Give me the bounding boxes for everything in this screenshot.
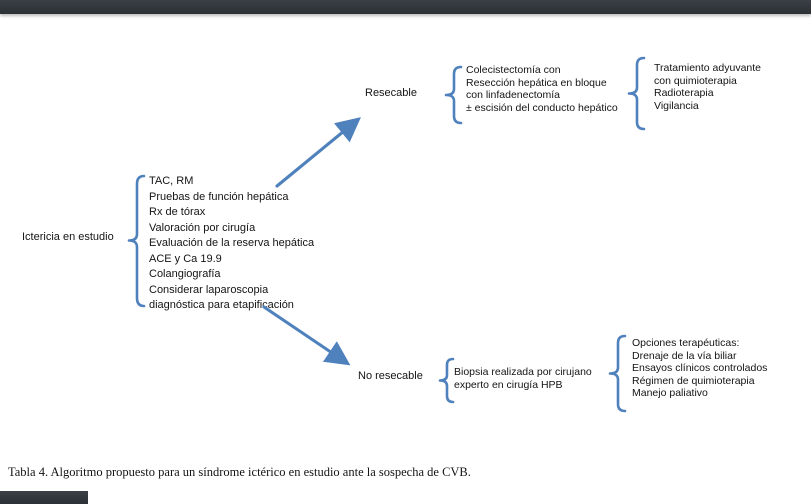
- workup-item: Rx de tórax: [149, 206, 206, 218]
- options-line: Régimen de quimioterapia: [632, 374, 755, 387]
- workup-item: TAC, RM: [149, 175, 194, 187]
- bracket-surgery: [444, 65, 463, 125]
- bracket-adjuvant: [627, 56, 646, 131]
- arrow-to-no-resecable-icon: [262, 305, 351, 366]
- bracket-biopsy: [438, 357, 455, 404]
- biopsy-line: Biopsia realizada por cirujano: [454, 366, 592, 378]
- workup-item: Colangiografía: [149, 268, 221, 280]
- workup-item: ACE y Ca 19.9: [149, 252, 222, 265]
- options-block: Opciones terapéuticas: Drenaje de la vía…: [632, 337, 767, 400]
- workup-item: diagnóstica para etapificación: [149, 299, 294, 311]
- surgery-line: ± escisión del conducto hepático: [466, 101, 618, 114]
- figure-caption: Tabla 4. Algoritmo propuesto para un sín…: [8, 465, 471, 479]
- bracket-options: [608, 334, 627, 413]
- biopsy-line: experto en cirugía HPB: [454, 378, 563, 391]
- adjuvant-line: Radioterapia: [654, 87, 714, 99]
- workup-item: Pruebas de función hepática: [149, 190, 289, 203]
- workup-list: TAC, RM Pruebas de función hepática Rx d…: [149, 174, 314, 314]
- page-break-bar-top: [0, 0, 811, 14]
- adjuvant-line: Tratamiento adyuvante: [654, 62, 762, 74]
- page-break-bar-bottom: [0, 491, 88, 504]
- options-line: Manejo paliativo: [632, 387, 708, 399]
- options-line: Ensayos clínicos controlados: [632, 362, 768, 374]
- node-no-resecable: No resecable: [358, 370, 423, 382]
- bracket-workup: [127, 174, 146, 308]
- node-ictericia-en-estudio: Ictericia en estudio: [22, 231, 114, 243]
- surgery-line: con linfadenectomía: [466, 89, 560, 101]
- adjuvant-block: Tratamiento adyuvante con quimioterapia …: [654, 62, 761, 112]
- surgery-line: Resección hepática en bloque: [466, 76, 607, 89]
- biopsy-block: Biopsia realizada por cirujano experto e…: [454, 366, 592, 391]
- workup-item: Valoración por cirugía: [149, 221, 256, 234]
- adjuvant-line: Vigilancia: [654, 99, 699, 112]
- adjuvant-line: con quimioterapia: [654, 74, 737, 87]
- node-resecable: Resecable: [365, 87, 417, 99]
- workup-item: Evaluación de la reserva hepática: [149, 237, 315, 249]
- options-line: Drenaje de la vía biliar: [632, 349, 737, 362]
- options-line: Opciones terapéuticas:: [632, 337, 740, 349]
- surgery-block: Colecistectomía con Resección hepática e…: [466, 64, 618, 114]
- surgery-line: Colecistectomía con: [466, 64, 561, 76]
- workup-item: Considerar laparoscopia: [149, 283, 269, 296]
